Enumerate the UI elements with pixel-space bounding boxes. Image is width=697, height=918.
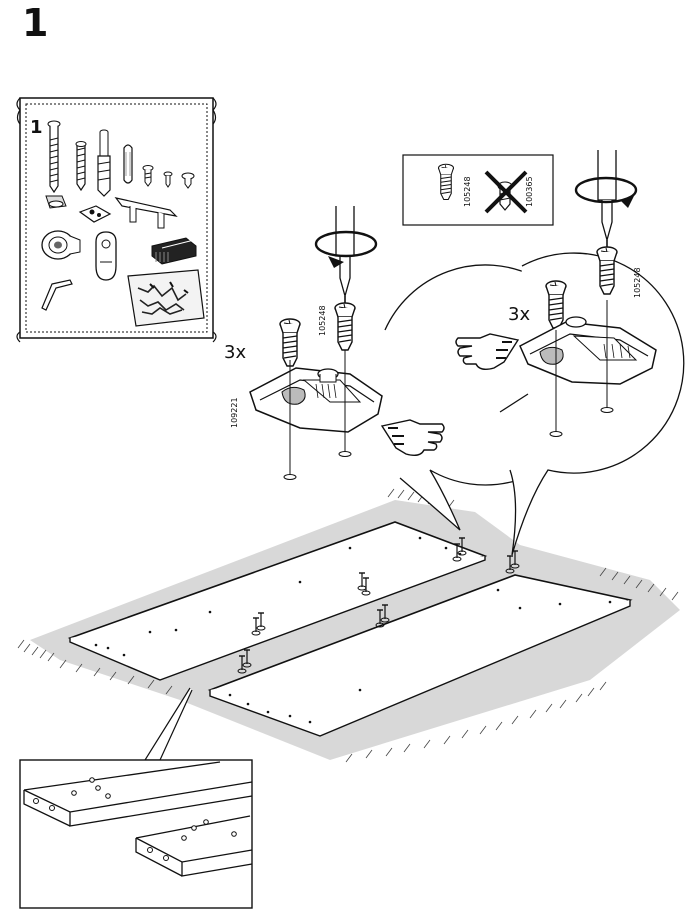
hardware-bag-panel: 1 bbox=[16, 97, 217, 343]
bag-number: 1 bbox=[30, 117, 43, 138]
left-screw-code: 105248 bbox=[318, 305, 327, 336]
cross-out-icon bbox=[484, 170, 528, 214]
step-number: 1 bbox=[22, 1, 49, 45]
screw-check-panel: 105248 100365 bbox=[402, 154, 554, 226]
rotate-arrow-icon bbox=[314, 230, 378, 268]
allen-key-icon bbox=[41, 279, 73, 311]
round-cam-icon bbox=[41, 230, 81, 260]
correct-screw-code: 105248 bbox=[463, 176, 472, 207]
mini-screw-icon bbox=[163, 171, 173, 188]
cam-bolt-icon bbox=[75, 141, 87, 192]
pointing-hand-icon bbox=[380, 419, 445, 457]
board-edge-lower bbox=[135, 815, 253, 877]
small-parts-bag-icon bbox=[127, 269, 205, 327]
connector-bolt-icon bbox=[97, 129, 111, 197]
left-quantity: 3x bbox=[224, 342, 246, 363]
connector-fitting-icon bbox=[249, 367, 383, 433]
flat-screw-icon bbox=[181, 172, 195, 189]
right-quantity: 3x bbox=[508, 304, 530, 325]
rail-holder-icon bbox=[95, 231, 117, 281]
right-detail-callout: 105248 3x bbox=[455, 150, 685, 556]
wrong-screw-code: 100365 bbox=[525, 176, 534, 207]
small-screw-icon bbox=[142, 165, 154, 187]
side-panel-left bbox=[67, 521, 488, 681]
left-connector-code: 109221 bbox=[230, 397, 239, 428]
board-edge-upper bbox=[23, 761, 253, 827]
floor-scene bbox=[17, 488, 680, 763]
side-panel-right bbox=[207, 574, 633, 737]
cam-lock-icon bbox=[45, 195, 67, 209]
edge-detail-panel bbox=[19, 687, 253, 909]
rotate-arrow-icon-right bbox=[574, 176, 638, 208]
rail-support-icon bbox=[114, 197, 178, 229]
screwdriver-icon-right bbox=[597, 150, 617, 248]
connector-plate-icon bbox=[78, 205, 112, 223]
wooden-dowel-icon bbox=[123, 144, 133, 184]
right-screw-code: 105248 bbox=[633, 267, 642, 298]
latch-icon bbox=[151, 237, 197, 265]
long-screw-icon bbox=[47, 120, 61, 194]
connector-fitting-icon-right bbox=[519, 316, 657, 385]
pointing-hand-icon-right bbox=[455, 333, 520, 371]
